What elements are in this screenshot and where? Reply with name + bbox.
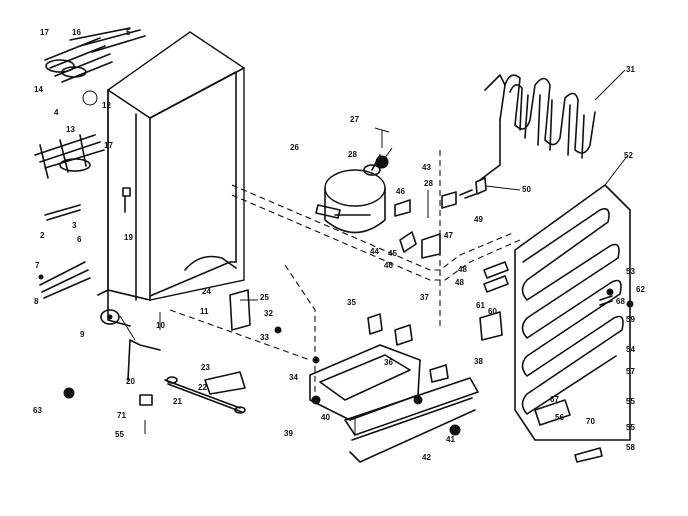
part-label: 43 <box>422 163 431 172</box>
part-label: 13 <box>66 125 75 134</box>
shelf-rack <box>34 134 105 299</box>
leader-lines <box>119 69 629 341</box>
part-label: 54 <box>626 345 635 354</box>
part-label: 8 <box>34 297 39 306</box>
part-label: 40 <box>321 413 330 422</box>
part-label: 46 <box>396 187 405 196</box>
part-label: 33 <box>260 333 269 342</box>
part-label: 71 <box>117 411 126 420</box>
part-label: 59 <box>626 315 635 324</box>
part-label: 24 <box>202 287 211 296</box>
part-label: 6 <box>77 235 82 244</box>
part-label: 17 <box>40 28 49 37</box>
part-label: 61 <box>476 301 485 310</box>
part-label: 56 <box>555 413 564 422</box>
part-label: 32 <box>264 309 273 318</box>
part-label: 63 <box>33 406 42 415</box>
condenser-coil-upper <box>479 74 596 181</box>
part-label: 36 <box>384 358 393 367</box>
part-label: 19 <box>124 233 133 242</box>
part-label: 41 <box>446 435 455 444</box>
part-label: 26 <box>290 143 299 152</box>
part-label: 23 <box>201 363 210 372</box>
part-label: 39 <box>284 429 293 438</box>
part-label: 27 <box>350 115 359 124</box>
part-label: 55 <box>626 423 635 432</box>
condenser-coil-lower <box>514 184 634 463</box>
part-label: 20 <box>126 377 135 386</box>
evaporator-rack <box>44 27 146 106</box>
part-label: 58 <box>626 443 635 452</box>
part-label: 28 <box>348 150 357 159</box>
part-label: 53 <box>626 267 635 276</box>
part-label: 14 <box>34 85 43 94</box>
part-label: 42 <box>422 453 431 462</box>
part-label: 47 <box>444 231 453 240</box>
part-label: 37 <box>420 293 429 302</box>
part-label: 31 <box>626 65 635 74</box>
small-parts-left <box>63 187 246 434</box>
part-label: 62 <box>636 285 645 294</box>
part-label: 28 <box>424 179 433 188</box>
part-label: 60 <box>488 307 497 316</box>
part-label: 4 <box>54 108 59 117</box>
part-label: 5 <box>126 28 131 37</box>
part-label: 57 <box>626 367 635 376</box>
part-label: 49 <box>474 215 483 224</box>
part-label: 46 <box>384 261 393 270</box>
part-label: 50 <box>522 185 531 194</box>
part-label: 38 <box>474 357 483 366</box>
part-label: 11 <box>200 307 209 316</box>
relay-parts <box>394 177 521 259</box>
part-label: 21 <box>173 397 182 406</box>
part-label: 25 <box>260 293 269 302</box>
part-label: 55 <box>115 430 124 439</box>
part-label: 67 <box>550 395 559 404</box>
part-label: 44 <box>370 247 379 256</box>
part-label: 7 <box>35 261 40 270</box>
part-label: 34 <box>289 373 298 382</box>
cabinet-shell <box>97 31 245 327</box>
part-label: 48 <box>458 265 467 274</box>
part-label: 55 <box>626 397 635 406</box>
base-bracket <box>229 261 509 463</box>
part-label: 17 <box>104 141 113 150</box>
part-label: 22 <box>198 383 207 392</box>
part-label: 16 <box>72 28 81 37</box>
part-label: 35 <box>347 298 356 307</box>
part-label: 68 <box>616 297 625 306</box>
compressor <box>315 127 390 234</box>
part-label: 2 <box>40 231 45 240</box>
part-label: 10 <box>156 321 165 330</box>
part-label: 12 <box>102 101 111 110</box>
part-label: 9 <box>80 330 85 339</box>
part-label: 45 <box>388 249 397 258</box>
part-label: 48 <box>455 278 464 287</box>
part-label: 52 <box>624 151 633 160</box>
part-label: 70 <box>586 417 595 426</box>
part-labels: 17 16 5 14 4 12 13 17 19 2 3 6 7 8 9 10 … <box>33 28 645 462</box>
part-label: 3 <box>72 221 77 230</box>
refrigerant-lines <box>169 150 521 400</box>
